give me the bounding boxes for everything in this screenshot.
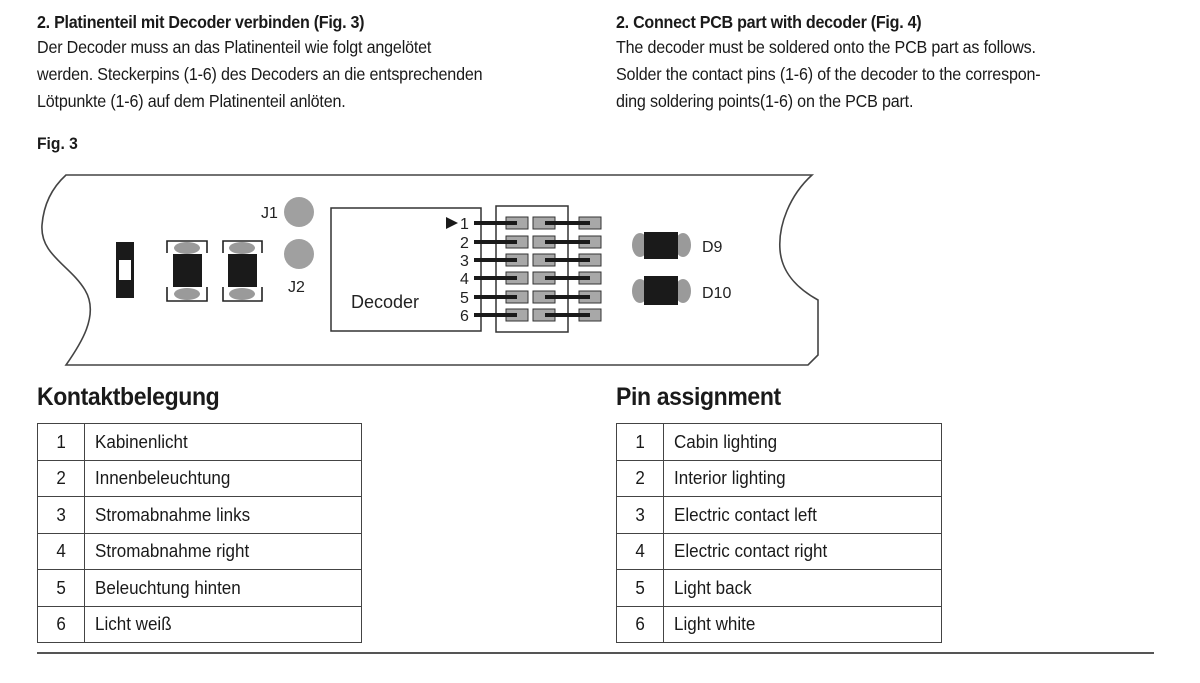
table-row: 1 Kabinenlicht — [37, 423, 362, 461]
pin-label-cell: Stromabnahme links — [95, 503, 251, 525]
table-row: 5 Light back — [616, 569, 942, 607]
jumper-pad-j1 — [284, 197, 314, 227]
table-row: 1 Cabin lighting — [616, 423, 942, 461]
solder-pad-rows — [474, 216, 602, 322]
diode-label-d9: D9 — [702, 239, 723, 256]
decoder-label: Decoder — [351, 292, 419, 312]
pin-number-cell: 1 — [56, 430, 66, 452]
pin-number-group: 1 2 3 4 5 6 — [460, 216, 469, 325]
pin-number: 4 — [460, 271, 469, 288]
table-title-german: Kontaktbelegung — [37, 383, 220, 411]
section-title-german: 2. Platinenteil mit Decoder verbinden (F… — [37, 12, 365, 32]
jumper-pad-j2 — [284, 239, 314, 269]
smd-component-1 — [166, 240, 208, 302]
pin-number-cell: 2 — [56, 467, 66, 489]
pin-number-cell: 5 — [56, 576, 66, 598]
table-row: 3 Stromabnahme links — [37, 496, 362, 534]
section-english: 2. Connect PCB part with decoder (Fig. 4… — [616, 10, 1176, 115]
body-line: Der Decoder muss an das Platinenteil wie… — [37, 37, 432, 57]
table-row: 2 Innenbeleuchtung — [37, 459, 362, 497]
pin-number-cell: 6 — [56, 613, 66, 635]
diode-d9 — [632, 232, 691, 259]
pin-number-cell: 1 — [635, 430, 645, 452]
table-row: 2 Interior lighting — [616, 459, 942, 497]
section-german: 2. Platinenteil mit Decoder verbinden (F… — [37, 10, 597, 115]
pin-number-cell: 4 — [56, 540, 66, 562]
table-row: 6 Light white — [616, 605, 942, 643]
body-line: The decoder must be soldered onto the PC… — [616, 37, 1036, 57]
pin-label-cell: Licht weiß — [95, 613, 172, 635]
jumper-label-j1: J1 — [261, 205, 278, 222]
arrow-right-icon — [446, 217, 458, 229]
table-row: 6 Licht weiß — [37, 605, 362, 643]
bottom-divider — [37, 652, 1154, 654]
pin-label-cell: Kabinenlicht — [95, 430, 188, 452]
table-row: 3 Electric contact left — [616, 496, 942, 534]
pin-number: 3 — [460, 253, 469, 270]
pin-number-cell: 2 — [635, 467, 645, 489]
pin-number-cell: 6 — [635, 613, 645, 635]
pin-number: 2 — [460, 235, 469, 252]
pin-label-cell: Light back — [674, 576, 752, 598]
decoder-module — [330, 207, 482, 332]
smd-component-2 — [222, 240, 263, 302]
pin-label-cell: Light white — [674, 613, 756, 635]
figure-label: Fig. 3 — [37, 134, 78, 153]
body-line: Lötpunkte (1-6) auf dem Platinenteil anl… — [37, 91, 346, 111]
diode-d10 — [632, 276, 691, 305]
table-row: 4 Stromabnahme right — [37, 532, 362, 570]
pin-number: 5 — [460, 290, 469, 307]
pin-number-cell: 4 — [635, 540, 645, 562]
table-row: 4 Electric contact right — [616, 532, 942, 570]
pin-number-cell: 5 — [635, 576, 645, 598]
table-row: 5 Beleuchtung hinten — [37, 569, 362, 607]
diode-label-d10: D10 — [702, 285, 731, 302]
table-title-english: Pin assignment — [616, 383, 781, 411]
resistor-component — [116, 242, 134, 298]
connector-frame — [495, 205, 569, 333]
pin-number: 1 — [460, 216, 469, 233]
pin-label-cell: Electric contact right — [674, 540, 828, 562]
pin-label-cell: Beleuchtung hinten — [95, 576, 241, 598]
pcb-diagram: J1 J2 Decoder 1 2 3 4 5 6 D9 D10 — [41, 174, 819, 366]
body-line: ding soldering points(1-6) on the PCB pa… — [616, 91, 914, 111]
body-line: Solder the contact pins (1-6) of the dec… — [616, 64, 1041, 84]
pin-label-cell: Electric contact left — [674, 503, 817, 525]
pin-number-cell: 3 — [635, 503, 645, 525]
pin-label-cell: Interior lighting — [674, 467, 786, 489]
pin-number-cell: 3 — [56, 503, 66, 525]
pin-label-cell: Cabin lighting — [674, 430, 778, 452]
pin-label-cell: Stromabnahme right — [95, 540, 250, 562]
body-line: werden. Steckerpins (1-6) des Decoders a… — [37, 64, 483, 84]
pin-number: 6 — [460, 308, 469, 325]
jumper-label-j2: J2 — [288, 279, 305, 296]
section-title-english: 2. Connect PCB part with decoder (Fig. 4… — [616, 12, 922, 32]
pin-label-cell: Innenbeleuchtung — [95, 467, 231, 489]
